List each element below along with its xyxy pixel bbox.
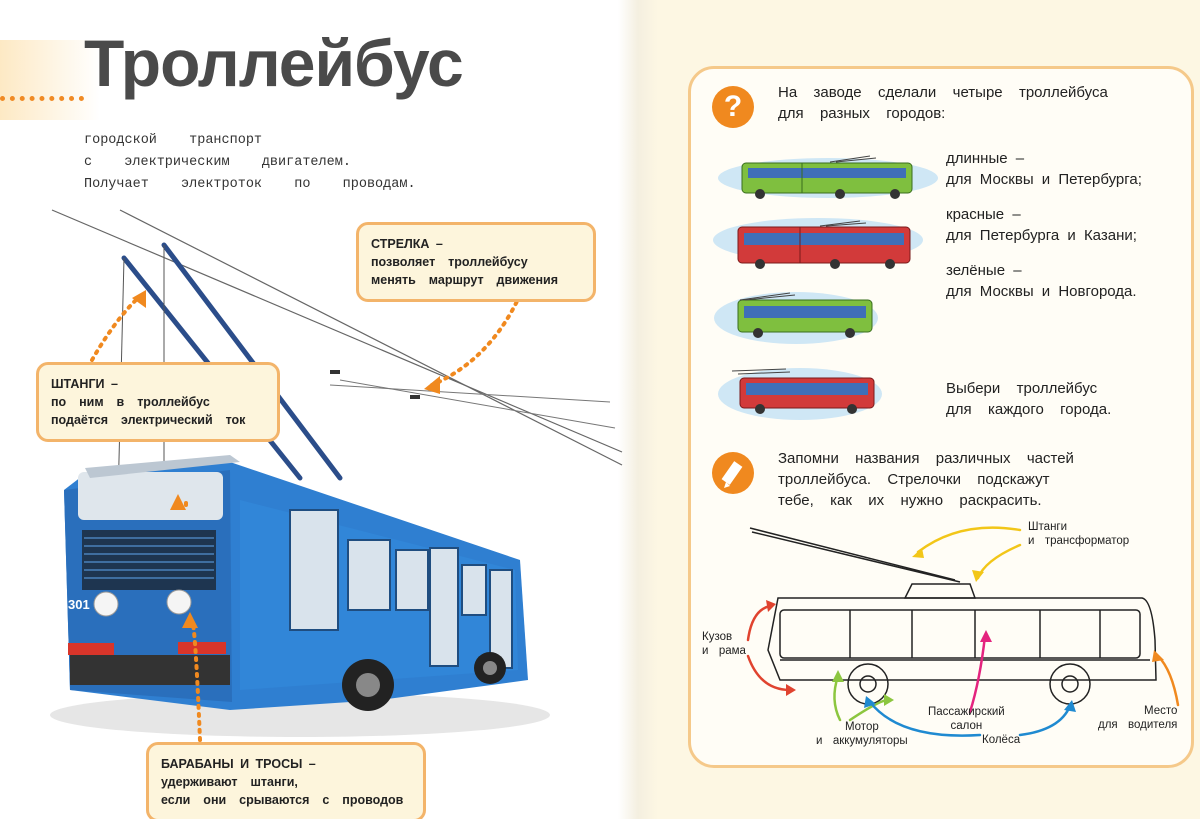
option-red-head: красные – xyxy=(946,206,1021,223)
wire-2 xyxy=(119,209,623,466)
title-dots xyxy=(0,96,84,101)
callout-shtangi: ШТАНГИ – по ним в троллейбус подаётся эл… xyxy=(36,362,280,442)
switch-block-1 xyxy=(330,370,340,374)
arrow-kuzov-2 xyxy=(746,654,792,692)
callout-barabany-head: БАРАБАНЫ И ТРОСЫ – xyxy=(161,757,316,771)
arrow-mesto xyxy=(1156,654,1180,707)
option-red: красные – для Петербурга и Казани; xyxy=(946,204,1137,246)
subtitle: городской транспорт с электрическим двиг… xyxy=(84,133,416,192)
switch-block-2 xyxy=(410,395,420,399)
arrow-kuzov-1 xyxy=(746,604,772,642)
callout-strelka-head: СТРЕЛКА – xyxy=(371,237,443,251)
callout-barabany-body: удерживают штанги, если они срываются с … xyxy=(161,775,404,807)
bus-number: 301 xyxy=(68,597,90,612)
arrow-shtangi-part xyxy=(916,526,1022,554)
label-motor: Мотор и аккумуляторы xyxy=(816,721,908,747)
arrowhead-shtangi xyxy=(132,290,146,308)
callout-shtangi-body: по ним в троллейбус подаётся электрическ… xyxy=(51,395,246,427)
trolleybus-long-red xyxy=(713,218,923,269)
title-highlight xyxy=(0,40,100,120)
trolleybus-short-red xyxy=(718,368,882,420)
wire-4 xyxy=(339,379,616,429)
arrow-motor-1 xyxy=(833,674,842,722)
arrowhead-strelka xyxy=(424,376,440,394)
option-green: зелёные – для Москвы и Новгорода. xyxy=(946,260,1137,302)
callout-shtangi-head: ШТАНГИ – xyxy=(51,377,118,391)
arrowhead-barabany-1 xyxy=(182,612,198,628)
label-kolesa: Колёса xyxy=(982,734,1021,746)
question-text: На заводе сделали четыре троллейбуса для… xyxy=(778,84,1108,122)
option-long-cities: для Москвы и Петербурга; xyxy=(946,171,1142,188)
wire-3 xyxy=(329,384,611,403)
trolley-pole-2 xyxy=(161,242,343,481)
option-green-cities: для Москвы и Новгорода. xyxy=(946,283,1137,300)
page-gutter xyxy=(618,0,658,819)
memorize-text: Запомни названия различных частей тролле… xyxy=(778,450,1074,509)
callout-barabany: БАРАБАНЫ И ТРОСЫ – удерживают штанги, ес… xyxy=(146,742,426,819)
trolleybus-short-green xyxy=(714,292,878,344)
option-long-head: длинные – xyxy=(946,150,1025,167)
label-salon: Пассажирский салон xyxy=(928,706,1005,732)
callout-strelka-body: позволяет троллейбусу менять маршрут дви… xyxy=(371,255,559,287)
bus-illustration xyxy=(50,455,550,737)
option-red-cities: для Петербурга и Казани; xyxy=(946,227,1137,244)
arrow-kolesa-1 xyxy=(868,700,982,737)
callout-strelka: СТРЕЛКА – позволяет троллейбусу менять м… xyxy=(356,222,596,302)
label-mesto: Место для водителя xyxy=(1098,705,1178,731)
label-shtangi: Штанги и трансформатор xyxy=(1028,521,1130,547)
option-long: длинные – для Москвы и Петербурга; xyxy=(946,148,1142,190)
arrow-kolesa-2 xyxy=(1018,704,1072,737)
option-green-head: зелёные – xyxy=(946,262,1022,279)
arrow-strelka xyxy=(430,293,522,387)
label-kuzov: Кузов и рама xyxy=(702,631,746,657)
arrow-salon xyxy=(968,634,987,714)
choose-text: Выбери троллейбус для каждого города. xyxy=(946,380,1112,418)
question-mark-icon: ? xyxy=(712,86,754,128)
wire-1 xyxy=(51,209,623,453)
trolleybus-long-green xyxy=(718,155,938,199)
page-title: Троллейбус xyxy=(84,26,464,100)
trolleybus-line-drawing xyxy=(749,527,1157,705)
arrow-shtangi-part-2 xyxy=(976,543,1022,580)
arrow-barabany-1 xyxy=(190,619,202,742)
pencil-icon xyxy=(712,452,754,494)
arrowhead-barabany-2 xyxy=(170,494,186,510)
arrow-shtangi xyxy=(90,296,140,362)
